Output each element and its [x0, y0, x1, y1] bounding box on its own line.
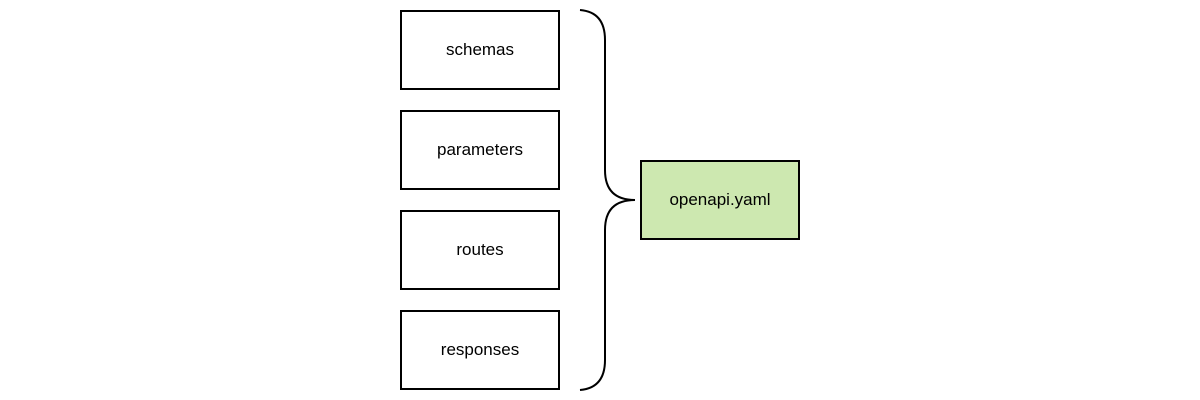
routes-label: routes [456, 240, 504, 259]
responses-label: responses [440, 340, 520, 359]
responses-box: responses [400, 310, 560, 390]
schemas-box: schemas [400, 10, 560, 90]
parameters-label: parameters [437, 140, 523, 159]
routes-box: routes [400, 210, 560, 290]
schemas-label: schemas [445, 40, 515, 59]
parameters-box: parameters [400, 110, 560, 190]
openapi-yaml-label: openapi.yaml [669, 190, 771, 209]
openapi-yaml-box: openapi.yaml [640, 160, 800, 240]
curly-brace-path [579, 9, 636, 391]
